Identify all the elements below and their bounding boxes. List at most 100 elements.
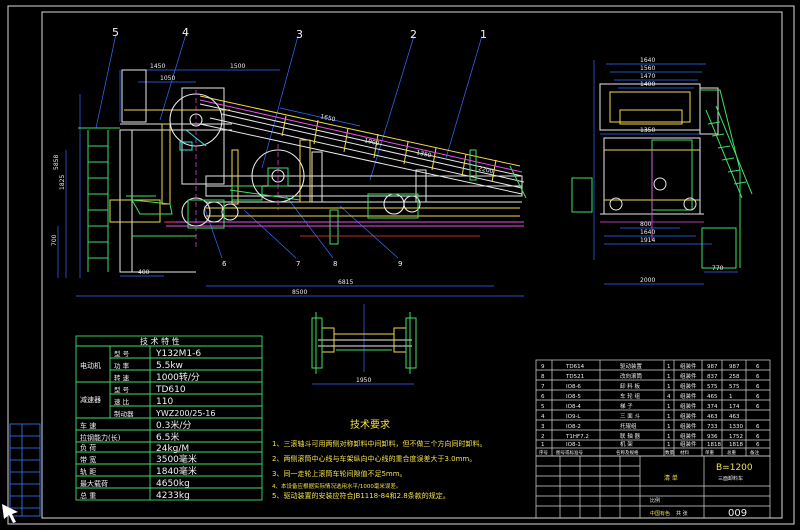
parts-cell: 9 — [541, 364, 545, 370]
dim-text: 1900 — [364, 137, 381, 147]
spec-label: 最大载荷 — [80, 479, 108, 488]
parts-cell: 258 — [729, 374, 740, 380]
parts-cell: 174 — [729, 404, 740, 410]
parts-cell: TD614 — [565, 364, 585, 370]
parts-cell: 组装件 — [680, 362, 697, 370]
parts-cell: 6 — [756, 364, 760, 370]
parts-cell: 465 — [707, 394, 718, 400]
parts-header: 总重 — [727, 449, 736, 456]
parts-cell: 575 — [707, 384, 718, 390]
spec-value: 4650kg — [156, 479, 190, 489]
parts-cell: 463 — [707, 414, 718, 420]
parts-cell: 卸 料 板 — [620, 382, 640, 390]
part-label: 1 — [480, 28, 487, 41]
parts-list: 9 TD614 驱动装置 1 组装件 987 987 6 8 TD521 改向滚… — [535, 359, 771, 457]
dim-text: 1400 — [640, 81, 655, 88]
dim-text: 6815 — [338, 279, 353, 286]
spec-value: YWZ200/25-16 — [155, 409, 216, 418]
dim-text: 1350 — [640, 127, 655, 134]
parts-cell: 组装件 — [680, 412, 697, 420]
part-label: 8 — [333, 260, 337, 268]
parts-cell: 车 轮 组 — [620, 392, 640, 400]
parts-cell: 7 — [541, 384, 545, 390]
requirement-item: 5、驱动装置的安装应符合JB1118-84和2.8条款的规定。 — [272, 491, 450, 500]
parts-cell: 组装件 — [680, 432, 697, 440]
inner-frame — [41, 11, 783, 519]
parts-header: 材料 — [680, 449, 689, 456]
dim-text: 1914 — [640, 237, 655, 244]
parts-cell: 6 — [756, 424, 760, 430]
spec-label: 总 重 — [80, 491, 96, 500]
side-dims: 1640 1560 1470 1400 1350 800 1640 1914 2… — [640, 57, 724, 284]
dim-text: 770 — [712, 265, 724, 272]
parts-cell: 837 — [707, 374, 718, 380]
parts-cell: 1 — [541, 442, 545, 448]
dim-text: 1350 — [416, 149, 433, 159]
parts-cell: 575 — [729, 384, 740, 390]
spec-value: Y132M1-6 — [155, 349, 201, 359]
parts-cell: 梯 子 — [620, 402, 633, 410]
spec-label: 型 号 — [114, 385, 130, 394]
title-name: B=1200 — [716, 463, 753, 473]
spec-label: 拉钢能力(长) — [80, 433, 121, 442]
part-label: 3 — [296, 28, 303, 41]
parts-cell: 1 — [667, 442, 671, 448]
title-sub: 三面卸料车 — [718, 475, 743, 482]
detail-view — [311, 304, 417, 385]
spec-group: 减速器 — [80, 395, 101, 404]
parts-cell: IO8-1 — [566, 442, 581, 448]
part-labels: 5 4 3 2 1 — [112, 26, 487, 41]
dim-text: 5858 — [53, 155, 60, 170]
parts-cell: 1 — [667, 384, 671, 390]
parts-cell: IO9-L — [566, 414, 581, 420]
parts-header: 备注 — [750, 449, 759, 456]
parts-cell: TD521 — [565, 374, 584, 380]
dim-text: 700 — [51, 234, 58, 246]
spec-label: 车 速 — [80, 421, 96, 430]
parts-cell: 374 — [707, 404, 718, 410]
parts-cell: 1 — [667, 374, 671, 380]
requirements-title: 技术要求 — [350, 418, 390, 431]
parts-cell: 6 — [541, 394, 545, 400]
main-dims: 1450 1050 1500 1650 1900 1350 2200 6815 … — [51, 63, 494, 296]
parts-cell: 6 — [756, 434, 760, 440]
spec-group: 电动机 — [80, 361, 101, 370]
requirement-item: 1、三滚轴斗可用两侧对称卸料中间卸料，但不做三个方向同时卸料。 — [272, 439, 486, 448]
spec-label: 制动器 — [114, 409, 134, 418]
parts-cell: 6 — [756, 394, 760, 400]
spec-value: 4233kg — [156, 491, 190, 501]
parts-cell: 936 — [707, 434, 718, 440]
parts-cell: 463 — [729, 414, 740, 420]
parts-cell: 733 — [707, 424, 718, 430]
part-label: 6 — [222, 260, 227, 268]
spec-value: 110 — [156, 397, 173, 407]
requirement-item: 4、本设备应根据实际情况选用水平/1000毫米误差。 — [272, 482, 401, 490]
parts-cell: 8 — [541, 374, 545, 380]
parts-cell: 987 — [707, 364, 718, 370]
parts-cell: 托辊组 — [620, 422, 637, 430]
parts-cell: 6 — [756, 384, 760, 390]
part-label: 9 — [398, 260, 402, 268]
parts-header: 单重 — [705, 449, 714, 456]
parts-cell: 1 — [667, 414, 671, 420]
spec-value: 1840毫米 — [156, 465, 197, 477]
dim-text: 8500 — [292, 289, 307, 296]
parts-cell: 1 — [729, 394, 733, 400]
dim-text: 400 — [138, 269, 150, 276]
part-label: 2 — [410, 28, 417, 41]
parts-cell: 3 — [541, 424, 545, 430]
parts-cell: 1818 — [729, 442, 743, 448]
parts-cell: IO8-5 — [566, 394, 581, 400]
cursor-icon — [2, 504, 18, 523]
spec-label: 轨 距 — [80, 467, 96, 476]
parts-cell: 2 — [541, 434, 545, 440]
dim-text: 1950 — [356, 377, 371, 384]
title-sheet: 共 张 — [676, 510, 688, 517]
spec-label: 带 宽 — [80, 455, 96, 464]
spec-table: 技 术 特 性 电动机 型 号 Y132M1-6 功 率 5.5kw 转 速 1… — [75, 335, 263, 501]
spec-label: 速 比 — [114, 397, 130, 406]
dim-text: 1640 — [640, 229, 655, 236]
parts-cell: 1752 — [729, 434, 743, 440]
spec-label: 转 速 — [114, 373, 130, 382]
